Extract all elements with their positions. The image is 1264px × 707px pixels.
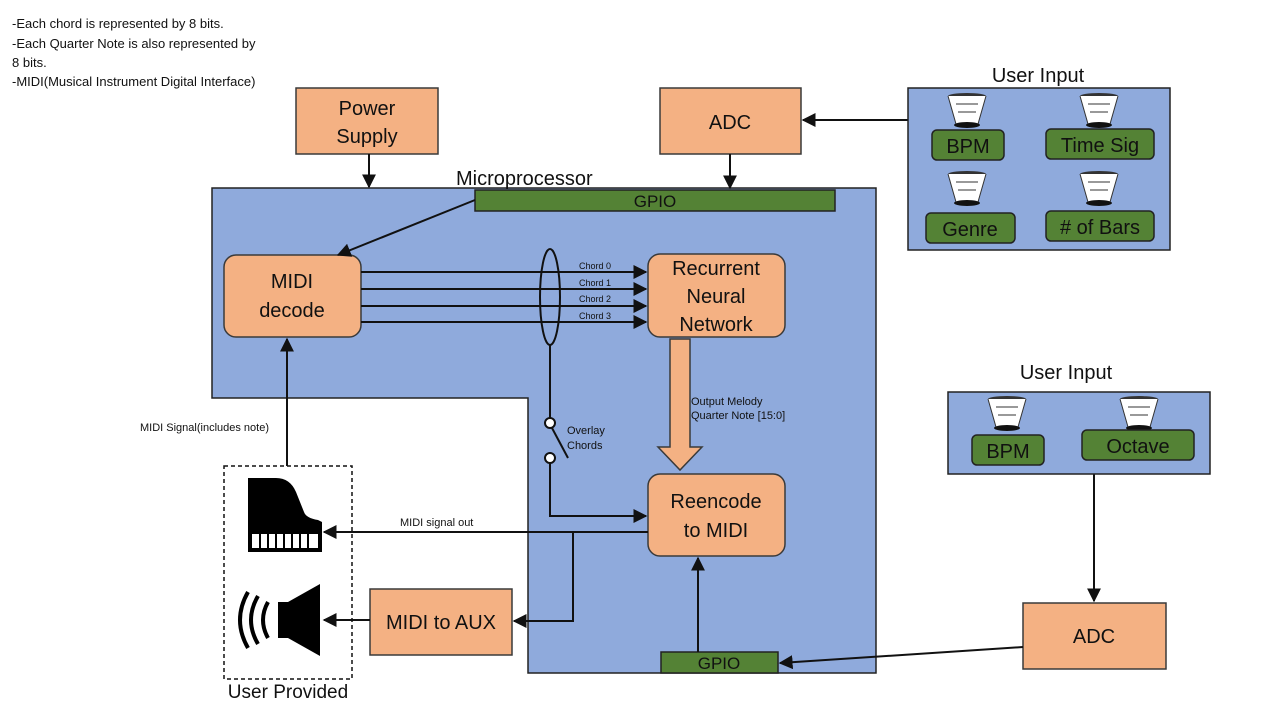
- knob-bpm-2[interactable]: BPM: [971, 396, 1045, 466]
- chord-1-label: Chord 1: [579, 278, 611, 288]
- power-supply-label-1: Power: [339, 98, 396, 120]
- knob-icon: [987, 396, 1027, 431]
- genre-label: Genre: [942, 219, 998, 241]
- melody-big-arrow: [656, 338, 704, 472]
- midi-signal-out-label: MIDI signal out: [400, 517, 473, 529]
- user-provided-label: User Provided: [228, 682, 348, 703]
- knob-time-sig[interactable]: Time Sig: [1045, 93, 1155, 160]
- knob-bars[interactable]: # of Bars: [1045, 171, 1155, 242]
- bpm-1-label: BPM: [946, 136, 989, 158]
- note-line-1: -Each chord is represented by 8 bits.: [12, 16, 224, 31]
- reencode-to-aux-wire: [512, 532, 574, 628]
- bpm-1-control[interactable]: [931, 129, 1005, 161]
- reencode-block: [647, 473, 786, 557]
- user-input-2-title: User Input: [1020, 362, 1113, 384]
- gpio-to-midi-decode-arrow: [336, 199, 476, 257]
- piano-icon: [248, 478, 322, 552]
- gpio-bottom: [660, 651, 779, 674]
- knob-icon: [947, 93, 987, 128]
- octave-label: Octave: [1106, 436, 1169, 458]
- notes: -Each chord is represented by 8 bits. -E…: [12, 16, 256, 89]
- midi-decode-label-1: MIDI: [271, 271, 313, 293]
- bpm-2-label: BPM: [986, 441, 1029, 463]
- overlay-label-2: Chords: [567, 440, 603, 452]
- speaker-icon: [238, 584, 320, 656]
- adc-to-gpio-bottom-arrow: [778, 646, 1024, 670]
- bars-label: # of Bars: [1060, 217, 1140, 239]
- reencode-label-1: Reencode: [670, 491, 761, 513]
- output-melody-label-1: Output Melody: [691, 396, 763, 408]
- note-line-2: -Each Quarter Note is also represented b…: [12, 36, 256, 51]
- midi-decode-block: [223, 254, 362, 338]
- octave-control[interactable]: [1081, 429, 1195, 461]
- gpio-top-label: GPIO: [634, 192, 677, 211]
- time-sig-control[interactable]: [1045, 128, 1155, 160]
- chord-2-label: Chord 2: [579, 294, 611, 304]
- switch-contact-bottom: [544, 452, 556, 464]
- microprocessor-title: Microprocessor: [456, 168, 593, 190]
- power-supply-label-2: Supply: [336, 126, 397, 148]
- knob-icon: [1079, 93, 1119, 128]
- midi-signal-in-label: MIDI Signal(includes note): [140, 422, 269, 434]
- time-sig-label: Time Sig: [1061, 135, 1139, 157]
- note-line-3: 8 bits.: [12, 55, 47, 70]
- midi-decode-label-2: decode: [259, 300, 325, 322]
- knob-genre[interactable]: Genre: [925, 171, 1016, 244]
- rnn-block: [647, 253, 786, 338]
- reencode-label-2: to MIDI: [684, 520, 748, 542]
- user-provided-box: [223, 465, 353, 680]
- chord-3-label: Chord 3: [579, 311, 611, 321]
- knob-bpm-1[interactable]: BPM: [931, 93, 1005, 161]
- user-input-1-title: User Input: [992, 65, 1085, 87]
- genre-control[interactable]: [925, 212, 1016, 244]
- adc-bottom-block: [1022, 602, 1167, 670]
- bpm-2-control[interactable]: [971, 434, 1045, 466]
- rnn-label-1: Recurrent: [672, 258, 760, 280]
- knob-icon: [1079, 171, 1119, 206]
- rnn-label-2: Neural: [687, 286, 746, 308]
- switch-lever: [551, 427, 569, 459]
- adc-top-label: ADC: [709, 112, 751, 134]
- midi-to-aux-block: [369, 588, 513, 656]
- overlay-label-1: Overlay: [567, 425, 605, 437]
- bars-control[interactable]: [1045, 210, 1155, 242]
- knob-octave[interactable]: Octave: [1081, 396, 1195, 461]
- output-melody-label-2: Quarter Note [15:0]: [691, 410, 785, 422]
- rnn-label-3: Network: [679, 314, 753, 336]
- power-supply-block: [295, 87, 439, 155]
- adc-top-block: [659, 87, 802, 155]
- note-line-4: -MIDI(Musical Instrument Digital Interfa…: [12, 74, 255, 89]
- knob-icon: [1119, 396, 1159, 431]
- gpio-bottom-label: GPIO: [698, 654, 741, 673]
- switch-contact-top: [544, 417, 556, 429]
- overlay-to-reencode-wire: [549, 463, 648, 523]
- adc-bottom-label: ADC: [1073, 626, 1115, 648]
- knob-icon: [947, 171, 987, 206]
- chord-0-label: Chord 0: [579, 261, 611, 271]
- midi-to-aux-label: MIDI to AUX: [386, 612, 496, 634]
